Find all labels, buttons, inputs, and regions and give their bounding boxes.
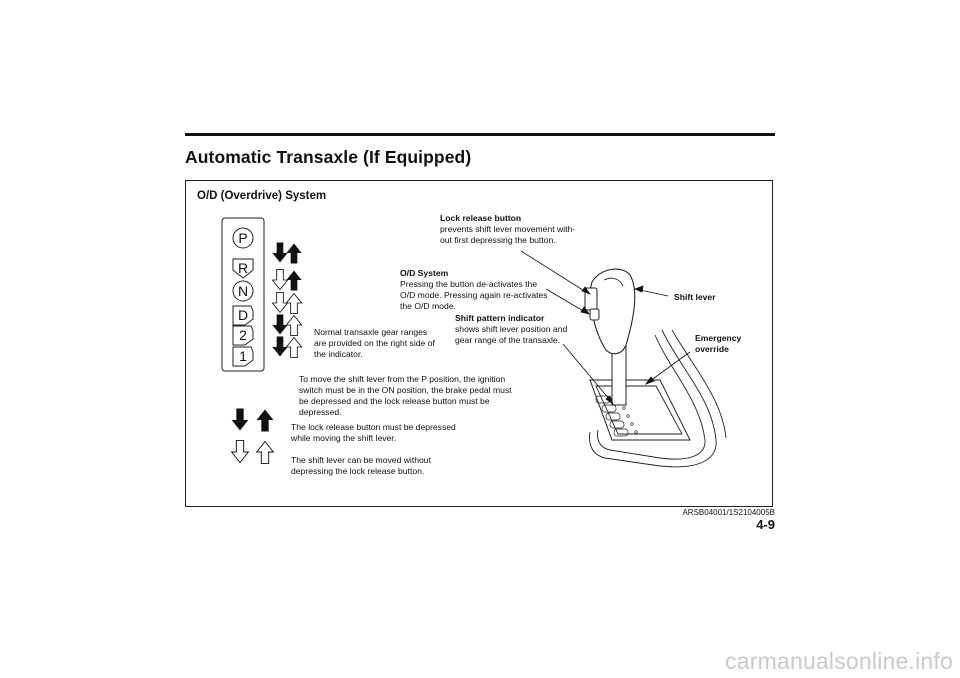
callout-od-system: O/D System Pressing the button de-activa… (400, 268, 548, 312)
od-button-drawing (589, 308, 600, 321)
solid-arrow-icon (272, 336, 288, 357)
page-title: Automatic Transaxle (If Equipped) (185, 147, 472, 167)
callout-line: the indicator. (314, 349, 363, 359)
solid-arrow-icon (272, 242, 288, 263)
gear-r-frame (232, 258, 254, 279)
callout-normal-ranges: Normal transaxle gear ranges are provide… (314, 327, 435, 360)
callout-emergency-override: Emergency override (695, 333, 741, 355)
callout-heading: Lock release button (440, 213, 522, 223)
outline-arrow-icon (285, 337, 303, 358)
solid-arrow-icon (286, 270, 302, 291)
outline-arrow-icon (231, 439, 249, 464)
page-number: 4-9 (756, 517, 775, 532)
legend-outline-text: The shift lever can be moved without dep… (291, 455, 431, 477)
callout-line: gear range of the transaxle. (455, 335, 561, 345)
shift-knob-illustration (584, 268, 727, 468)
gear-d-frame (232, 305, 254, 326)
callout-heading: Shift pattern indicator (455, 313, 545, 323)
legend-solid-arrows (231, 408, 274, 432)
legend-solid-text: The lock release button must be depresse… (291, 422, 456, 444)
callout-line: override (695, 344, 729, 354)
gear-1-frame (232, 346, 254, 367)
gear-indicator-panel (221, 217, 265, 372)
section-title: O/D (Overdrive) System (197, 190, 327, 202)
gear-p-label: P (238, 230, 247, 246)
legend-intro: To move the shift lever from the P posit… (299, 374, 512, 418)
solid-arrow-icon (286, 243, 302, 264)
callout-shift-lever: Shift lever (674, 292, 716, 303)
figure-code: ARSB04001/1S2104005B (682, 508, 775, 517)
outline-arrow-icon (285, 293, 303, 314)
gear-2-label: 2 (239, 327, 247, 343)
top-rule (185, 133, 775, 136)
gear-n-frame (232, 280, 254, 302)
callout-heading: O/D System (400, 268, 449, 278)
legend-line: depressed. (299, 407, 342, 417)
callout-lock-release: Lock release button prevents shift lever… (440, 213, 575, 246)
gear-p-frame (232, 227, 254, 249)
figure-frame (185, 180, 773, 507)
outline-arrow-icon (256, 440, 274, 465)
legend-line: be depressed and the lock release button… (299, 396, 490, 406)
outline-arrow-icon (285, 315, 303, 336)
legend-line: The shift lever can be moved without (291, 455, 431, 465)
lever-knob (589, 268, 636, 355)
legend-line: depressing the lock release button. (291, 466, 425, 476)
callout-line: Normal transaxle gear ranges (314, 327, 428, 337)
callout-line: Emergency (695, 333, 742, 343)
outline-arrow-icon (271, 269, 289, 290)
gear-n-label: N (238, 283, 248, 299)
legend-line: The lock release button must be depresse… (291, 422, 456, 432)
callout-line: are provided on the right side of (314, 338, 435, 348)
gear-2-frame (232, 325, 254, 346)
solid-arrow-icon (272, 314, 288, 335)
legend-line: To move the shift lever from the P posit… (299, 374, 506, 384)
gear-r-label: R (238, 260, 248, 276)
gear-d-label: D (238, 307, 248, 323)
legend-line: switch must be in the ON position, the b… (299, 385, 512, 395)
solid-arrow-icon (231, 408, 249, 431)
callout-line: prevents shift lever movement with- (440, 224, 576, 234)
legend-outline-arrows (231, 439, 274, 465)
callout-line: Pressing the button de-activates the (400, 279, 538, 289)
callout-line: shows shift lever position and (455, 324, 568, 334)
callout-line: the O/D mode. (400, 301, 456, 311)
watermark: carmanualsonline.info (725, 648, 953, 674)
callout-heading: Shift lever (674, 292, 716, 302)
callout-line: O/D mode. Pressing again re-activates (400, 290, 548, 300)
legend-line: while moving the shift lever. (291, 433, 397, 443)
outline-arrow-icon (271, 292, 289, 313)
leader-lines (520, 250, 691, 406)
solid-arrow-icon (256, 409, 274, 432)
callout-line: out first depressing the button. (440, 235, 556, 245)
gear-1-label: 1 (239, 348, 247, 364)
callout-shift-pattern: Shift pattern indicator shows shift leve… (455, 313, 567, 346)
